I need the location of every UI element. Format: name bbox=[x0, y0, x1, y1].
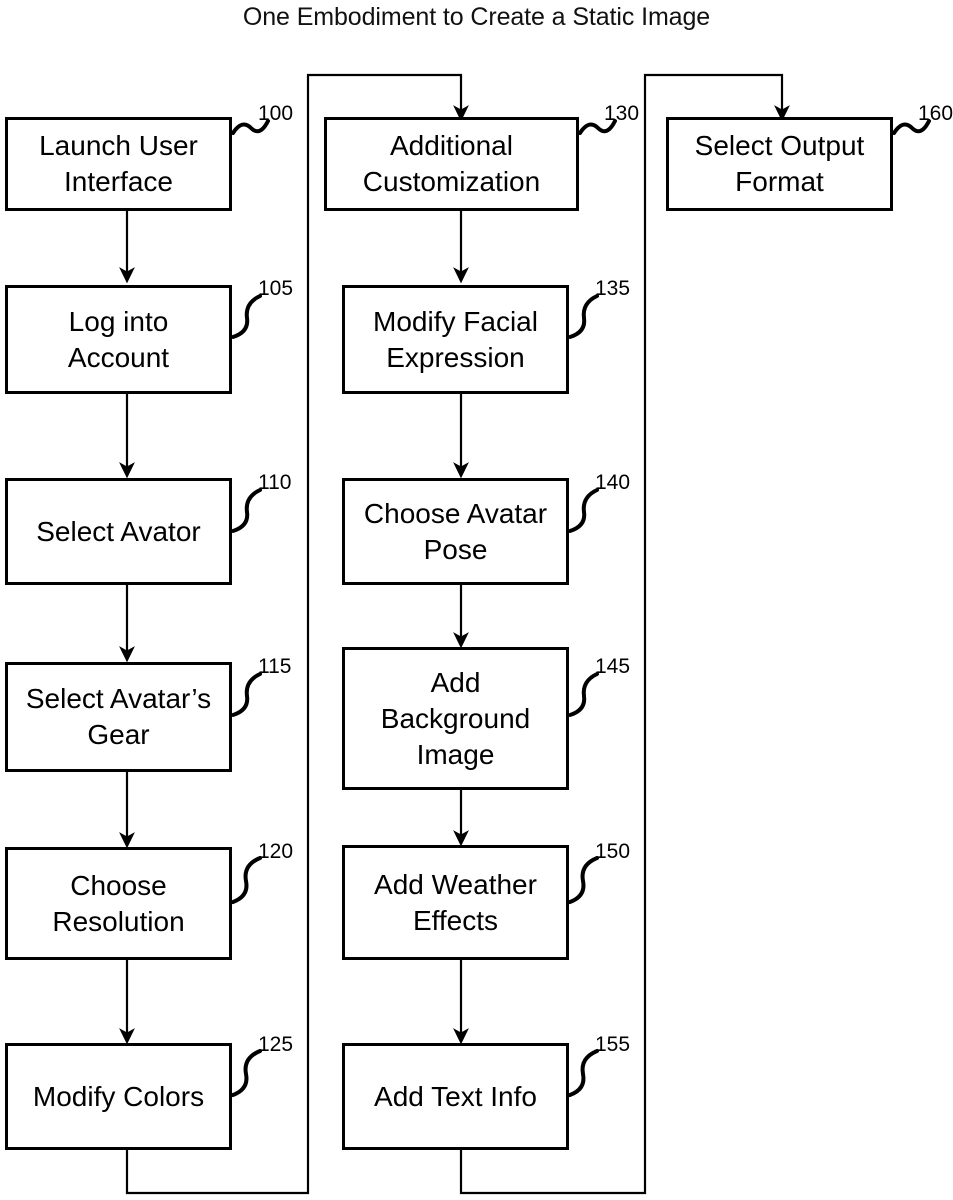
ref-number-100: 100 bbox=[258, 102, 294, 125]
ref-number-155: 155 bbox=[595, 1033, 631, 1056]
node-label: Modify Facial Expression bbox=[373, 305, 538, 373]
leader-150 bbox=[568, 856, 599, 904]
ref-number-105: 105 bbox=[258, 277, 294, 300]
node-modify-facial-expression[interactable]: Modify Facial Expression bbox=[342, 285, 569, 394]
node-label: Select Avatar’s Gear bbox=[25, 683, 212, 750]
node-label: Modify Colors bbox=[32, 1080, 205, 1112]
node-label: Select Avator bbox=[36, 515, 201, 547]
ref-number-140: 140 bbox=[595, 471, 631, 494]
ref-number-135: 135 bbox=[595, 277, 631, 300]
ref-number-145: 145 bbox=[595, 655, 631, 678]
node-label: Add Weather Effects bbox=[374, 868, 537, 936]
leader-105 bbox=[231, 294, 262, 339]
node-additional-customization[interactable]: Additional Customization bbox=[324, 117, 579, 211]
node-select-output-format[interactable]: Select Output Format bbox=[666, 117, 893, 211]
node-label: Launch User Interface bbox=[39, 130, 198, 197]
node-modify-colors[interactable]: Modify Colors bbox=[5, 1043, 232, 1150]
leader-145 bbox=[568, 672, 599, 717]
node-add-background-image[interactable]: Add Background Image bbox=[342, 647, 569, 790]
ref-number-115: 115 bbox=[258, 655, 292, 678]
ref-number-110: 110 bbox=[258, 471, 292, 494]
ref-number-120: 120 bbox=[258, 840, 294, 863]
leader-125 bbox=[231, 1049, 262, 1097]
node-select-avator[interactable]: Select Avator bbox=[5, 478, 232, 585]
ref-number-150: 150 bbox=[595, 840, 631, 863]
leader-110 bbox=[231, 488, 262, 533]
ref-number-160: 160 bbox=[918, 102, 953, 125]
node-add-text-info[interactable]: Add Text Info bbox=[342, 1043, 569, 1150]
node-select-avatars-gear[interactable]: Select Avatar’s Gear bbox=[5, 662, 232, 772]
node-label: Choose Resolution bbox=[52, 869, 185, 937]
node-choose-resolution[interactable]: Choose Resolution bbox=[5, 847, 232, 960]
ref-number-125: 125 bbox=[258, 1033, 294, 1056]
node-label: Choose Avatar Pose bbox=[363, 497, 548, 565]
leader-115 bbox=[231, 672, 262, 717]
leader-120 bbox=[231, 856, 262, 904]
edge-125-130-wrap bbox=[125, 73, 469, 1195]
node-label: Add Text Info bbox=[374, 1080, 537, 1112]
node-log-into-account[interactable]: Log into Account bbox=[5, 285, 232, 394]
node-choose-avatar-pose[interactable]: Choose Avatar Pose bbox=[342, 478, 569, 585]
node-label: Additional Customization bbox=[362, 130, 541, 197]
node-label: Select Output Format bbox=[694, 130, 865, 197]
edge-155-160-wrap bbox=[459, 73, 790, 1195]
ref-number-130: 130 bbox=[604, 102, 640, 125]
leader-135 bbox=[568, 294, 599, 339]
node-launch-user-interface[interactable]: Launch User Interface bbox=[5, 117, 232, 211]
figure-title: One Embodiment to Create a Static Image bbox=[242, 3, 711, 31]
node-label: Log into Account bbox=[67, 305, 170, 373]
leader-155 bbox=[568, 1049, 599, 1097]
node-add-weather-effects[interactable]: Add Weather Effects bbox=[342, 845, 569, 960]
node-label: Add Background Image bbox=[380, 666, 531, 770]
leader-140 bbox=[568, 488, 599, 533]
